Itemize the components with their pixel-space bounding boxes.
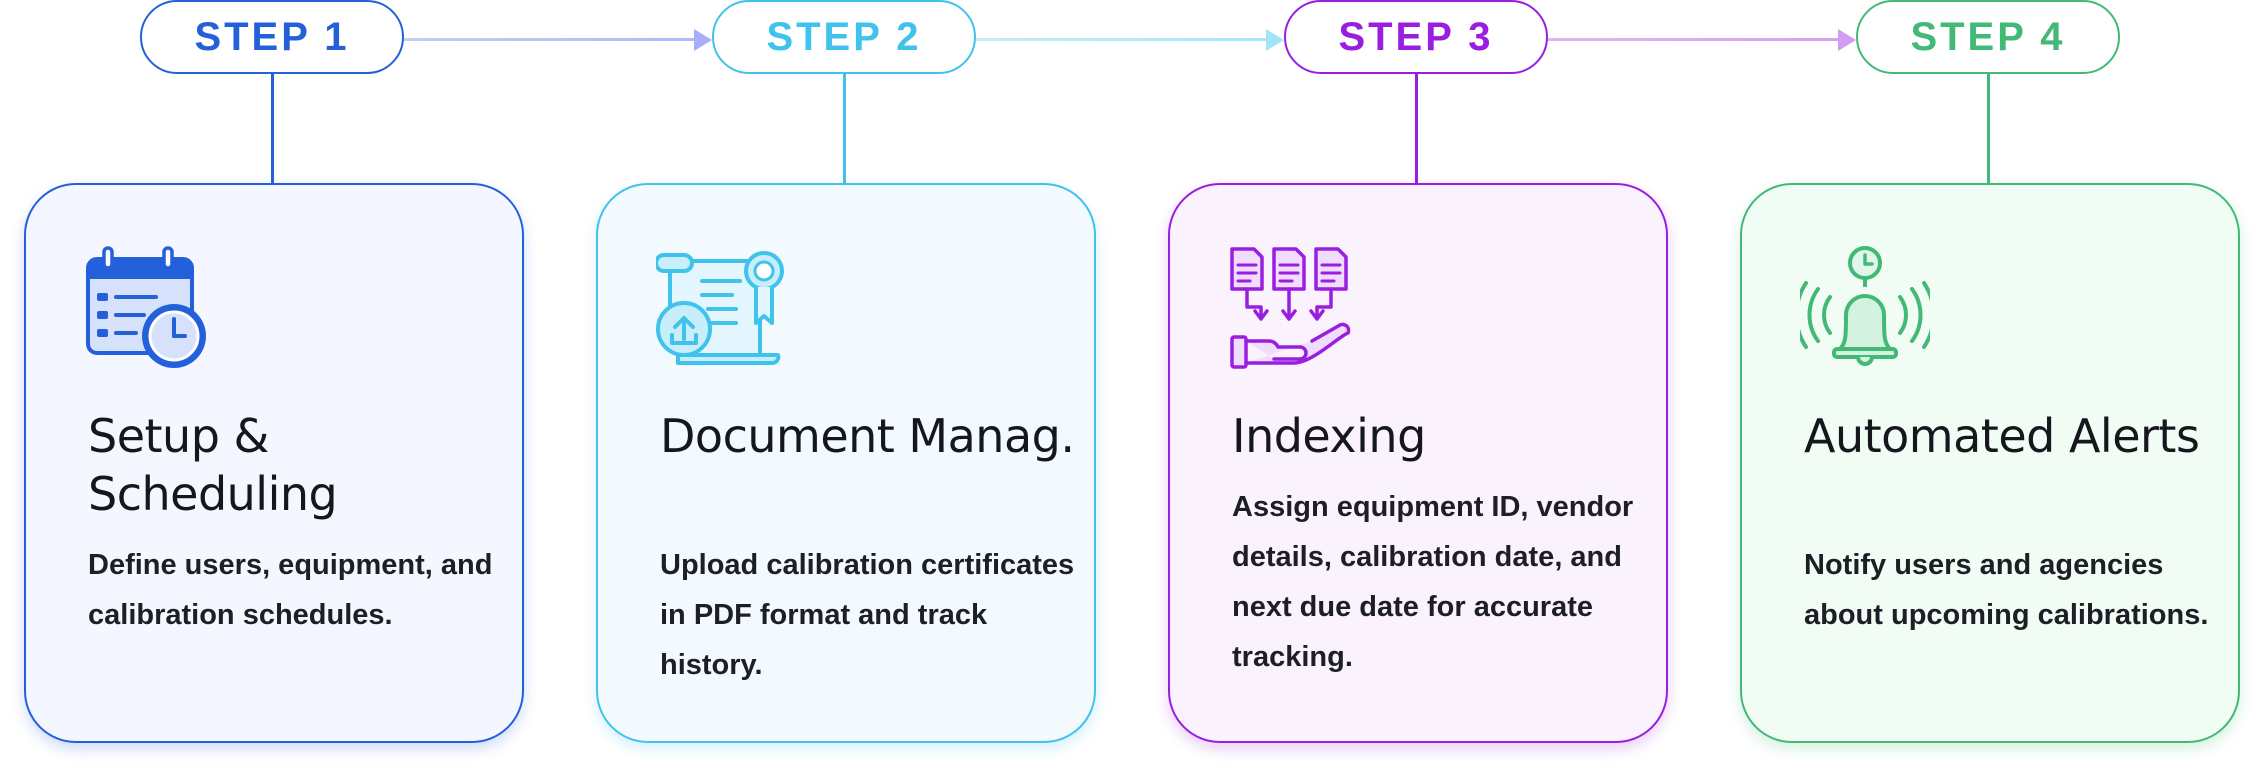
alarm-bell-icon: [1800, 246, 1930, 366]
arrow-to-step-3-icon: [1266, 28, 1284, 51]
step-1-pill: STEP 1: [140, 0, 404, 74]
connector-3-4: [1548, 38, 1838, 41]
step-2-description: Upload calibration certificates in PDF f…: [660, 549, 1075, 681]
step-3-card: Indexing Assign equipment ID, vendor det…: [1168, 183, 1668, 743]
step-4-card: Automated Alerts Notify users and agenci…: [1740, 183, 2240, 743]
step-4-title: Automated Alerts: [1804, 409, 2200, 463]
certificate-upload-icon: [656, 251, 784, 365]
step-4-stem: [1987, 74, 1990, 185]
documents-hand-icon: [1230, 247, 1351, 369]
connector-1-2: [404, 38, 694, 41]
step-2-stem: [843, 74, 846, 185]
step-2-pill: STEP 2: [712, 0, 976, 74]
step-4-description: Notify users and agencies about upcoming…: [1804, 549, 2209, 631]
step-1-card: Setup & Scheduling Define users, equipme…: [24, 183, 524, 743]
arrow-to-step-4-icon: [1838, 28, 1856, 51]
step-3-stem: [1415, 74, 1418, 185]
step-2-title: Document Manag.: [660, 409, 1075, 463]
step-1-stem: [271, 74, 274, 185]
step-4-pill: STEP 4: [1856, 0, 2120, 74]
step-1-description: Define users, equipment, and calibration…: [88, 549, 493, 631]
step-3-pill: STEP 3: [1284, 0, 1548, 74]
connector-2-3: [976, 38, 1266, 41]
step-3-title: Indexing: [1232, 409, 1426, 463]
step-3-description: Assign equipment ID, vendor details, cal…: [1232, 491, 1634, 673]
step-2-card: Document Manag. Upload calibration certi…: [596, 183, 1096, 743]
arrow-to-step-2-icon: [694, 28, 712, 51]
calendar-clock-icon: [86, 246, 206, 368]
step-1-title: Setup & Scheduling: [88, 409, 338, 521]
